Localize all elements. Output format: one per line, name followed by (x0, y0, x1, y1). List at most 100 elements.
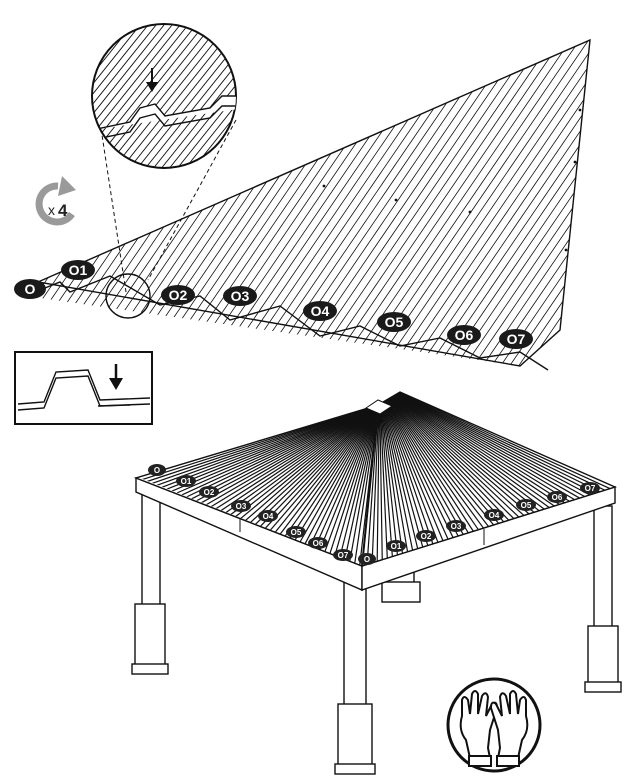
roof-rib-line (185, 406, 375, 498)
panel-rib-line (617, 0, 636, 380)
roof-label: O7 (333, 549, 353, 561)
roof-label-text: O (154, 466, 160, 475)
zoom-callout-line-left (99, 121, 127, 293)
roof-rib-line (180, 406, 375, 496)
zoom-hatch-line (135, 24, 236, 168)
roof-rib-line (379, 403, 388, 559)
zoom-hatch-line (92, 24, 185, 168)
screw-dot (322, 184, 326, 188)
panel-rib-line (382, 40, 590, 366)
zoom-hatch-line (0, 20, 72, 170)
zoom-hatch-line (256, 20, 376, 170)
roof-rib-line (195, 406, 375, 502)
roof-label-text: O (364, 555, 370, 564)
roof-rib-line (391, 396, 525, 516)
roof-rib-line (398, 392, 606, 491)
panel-rib-line (472, 40, 590, 366)
zoom-hatch-line (288, 20, 408, 170)
roof-rib-line (379, 403, 383, 560)
sheet-label-o: O (14, 279, 46, 299)
roof-rib-line (395, 394, 565, 504)
zoom-hatch-line (183, 24, 236, 168)
screw-dots (322, 108, 582, 252)
roof-panel-assembly (35, 0, 636, 380)
roof-rib-line (387, 398, 479, 531)
roof-label-text: O6 (552, 493, 563, 502)
roof-rib-line (384, 400, 444, 541)
roof-rib-line (220, 406, 376, 512)
roof-rib-line (289, 407, 377, 539)
sheet-label-o7: O7 (499, 329, 533, 349)
sheet-label-text: O4 (311, 303, 330, 319)
sheet-label-o4: O4 (303, 301, 337, 321)
roof-rib-line (259, 407, 377, 527)
panel-rib-line (418, 40, 590, 366)
zoom-hatch-line (92, 24, 153, 168)
zoom-hatch-line (159, 24, 236, 168)
roof-rib-line (249, 406, 376, 523)
zoom-hatch-line (0, 20, 48, 170)
roof-rib-line (304, 407, 378, 545)
roof-rib-line (397, 392, 590, 496)
roof-rib-line (230, 406, 376, 516)
panel-rib-line (499, 40, 590, 366)
roof-label: O4 (484, 509, 504, 521)
roof-label-text: O1 (181, 477, 192, 486)
roof-rib-line (339, 407, 378, 558)
roof-label-text: O2 (421, 532, 432, 541)
roof-rib-line (391, 396, 520, 518)
zoom-hatch-line (240, 20, 360, 170)
panel-rib-line (445, 40, 590, 366)
zoom-hatch-line (0, 20, 88, 170)
zoom-hatch-line (151, 24, 236, 168)
roof-label: O4 (258, 510, 278, 522)
down-arrow-icon (146, 68, 158, 92)
roof-rib-line (175, 406, 375, 495)
roof-rib-line (396, 393, 575, 501)
roof-label: O (358, 553, 376, 565)
panel-rib-line (409, 40, 590, 366)
roof-rib-line (384, 400, 449, 540)
down-arrow-icon (109, 364, 123, 390)
panel-rib-line (373, 40, 590, 366)
sheet-label-text: O6 (455, 327, 474, 343)
roof-rib-line (366, 404, 380, 565)
roof-rib-line (382, 401, 424, 548)
roof-rib-line (294, 407, 377, 541)
roof-rib-line (380, 403, 393, 557)
roof-label-text: O6 (313, 539, 324, 548)
roof-rib-line (393, 395, 545, 510)
zoom-hatch-line (264, 20, 384, 170)
roof-rib-line (225, 406, 376, 514)
roof-rib-line (395, 393, 570, 502)
roof-rib-line (235, 406, 376, 518)
roof-label: O1 (176, 475, 196, 487)
roof-rib-line (269, 407, 377, 531)
zoom-hatch-line (0, 20, 64, 170)
roof-label-text: O4 (489, 511, 500, 520)
roof-label: O6 (547, 491, 567, 503)
roof-rib-line (274, 407, 377, 533)
panel-rib-line (328, 40, 590, 366)
sheet-label-o6: O6 (447, 325, 481, 345)
sheet-label-o1: O1 (61, 260, 95, 280)
roof-rib-line (380, 402, 404, 554)
zoom-hatch-line (248, 20, 368, 170)
roof-label-text: O5 (521, 501, 532, 510)
roof-label: O2 (199, 486, 219, 498)
roof-rib-line (165, 406, 374, 491)
roof-rib-line (388, 397, 495, 526)
roof-label: O5 (286, 526, 306, 538)
panel-rib-line (626, 0, 636, 380)
roof-cap (364, 399, 394, 415)
roof-rib-line (349, 408, 378, 562)
screw-dot (573, 160, 577, 164)
roof-rib-line (383, 401, 434, 545)
sheet-label-o3: O3 (223, 286, 257, 306)
zoom-hatch-line (231, 24, 236, 168)
roof-label-text: O3 (236, 502, 247, 511)
rotate-arrow-icon (35, 176, 76, 226)
panel-rib-line (526, 40, 590, 366)
roof-rib-line (389, 397, 500, 524)
roof-label: O6 (308, 537, 328, 549)
